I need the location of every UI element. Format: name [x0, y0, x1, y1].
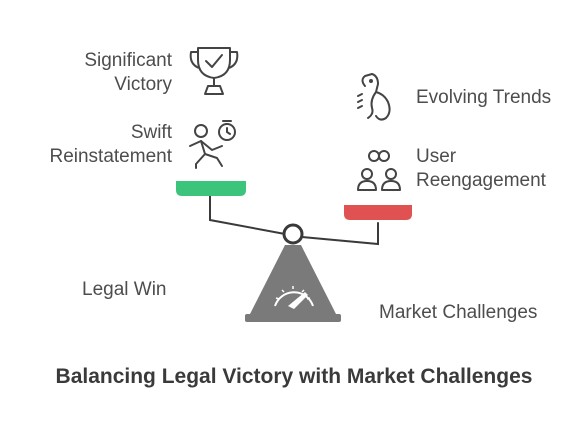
user-reengagement-line1: User — [416, 146, 457, 167]
swift-reinstatement-line2: Reinstatement — [49, 146, 172, 167]
users-link-icon — [357, 150, 401, 191]
significant-victory-line1: Significant — [84, 50, 172, 71]
user-reengagement-label: User Reengagement — [416, 145, 546, 193]
significant-victory-line2: Victory — [114, 74, 172, 95]
swift-reinstatement-label: Swift Reinstatement — [30, 121, 172, 169]
trophy-icon — [189, 47, 239, 95]
seahorse-icon — [357, 73, 391, 121]
user-reengagement-line2: Reengagement — [416, 170, 546, 191]
diagram-title: Balancing Legal Victory with Market Chal… — [55, 365, 533, 388]
significant-victory-label: Significant Victory — [60, 49, 172, 97]
scale-beam — [209, 195, 379, 246]
market-challenges-caption: Market Challenges — [379, 302, 538, 323]
left-pan — [176, 181, 246, 196]
right-pan — [344, 205, 412, 220]
evolving-trends-line1: Evolving Trends — [416, 87, 552, 108]
swift-reinstatement-line1: Swift — [130, 122, 172, 143]
legal-win-caption: Legal Win — [82, 279, 167, 300]
gauge-icon — [274, 291, 314, 307]
scale-base — [245, 245, 341, 322]
evolving-trends-label: Evolving Trends — [416, 86, 551, 110]
runner-stopwatch-icon — [189, 120, 236, 169]
pivot-ring — [282, 223, 304, 245]
